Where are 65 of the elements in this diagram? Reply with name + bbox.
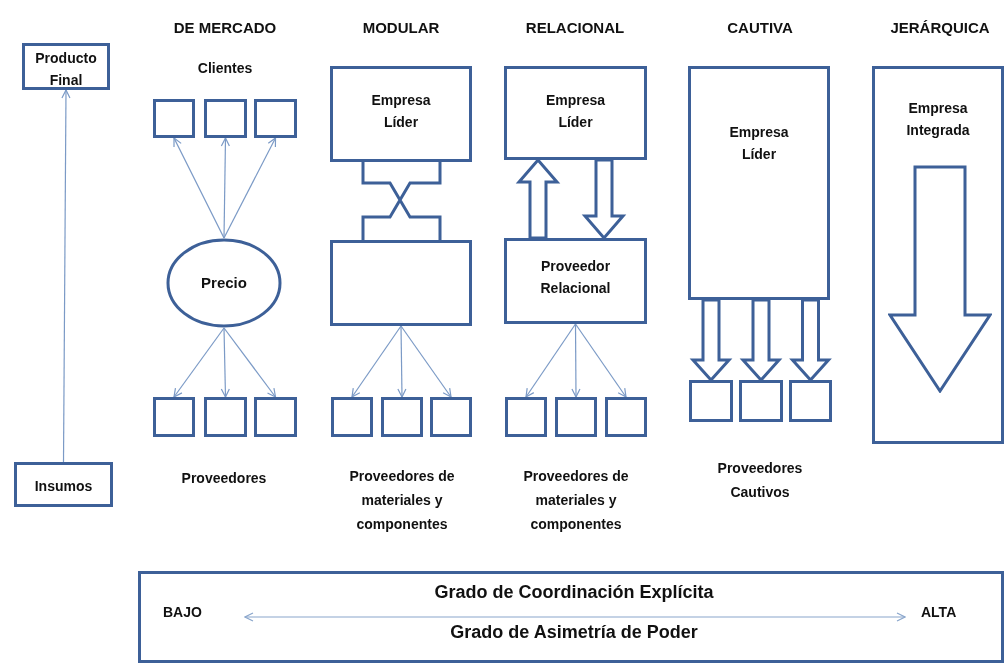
- arrow: [173, 137, 225, 239]
- empty-box: [254, 397, 297, 437]
- empty-box: [204, 397, 247, 437]
- arrow: [574, 323, 627, 398]
- column-heading: MODULAR: [361, 18, 441, 38]
- process-box: [14, 462, 113, 507]
- node-label: Precio: [201, 273, 247, 293]
- column-heading: CAUTIVA: [726, 18, 794, 38]
- empty-box: [689, 380, 733, 422]
- empty-box: [555, 397, 597, 437]
- block-arrow: [515, 157, 561, 240]
- arrow: [525, 323, 577, 398]
- empty-box: [204, 99, 247, 138]
- block-arrow: [581, 158, 627, 241]
- column-heading: RELACIONAL: [524, 18, 626, 38]
- process-box: [330, 66, 472, 162]
- arrow: [220, 137, 230, 239]
- empty-box: [331, 397, 373, 437]
- group-caption: Proveedores Cautivos: [716, 459, 804, 502]
- block-arrow: [739, 298, 783, 383]
- scale-title: Grado de Asimetría de Poder: [449, 621, 699, 643]
- group-caption: Proveedores: [180, 469, 268, 488]
- group-caption: Proveedores de materiales y componentes: [348, 467, 456, 534]
- group-caption: Clientes: [196, 59, 254, 78]
- process-box: [504, 238, 647, 324]
- block-arrow: [789, 298, 832, 383]
- arrow: [223, 327, 277, 398]
- block-arrow: [689, 298, 733, 383]
- node-label: Producto Final: [34, 49, 98, 90]
- empty-box: [505, 397, 547, 437]
- empty-box: [381, 397, 423, 437]
- scale-title: Grado de Coordinación Explícita: [433, 581, 715, 603]
- node-label: Empresa Líder: [370, 91, 432, 132]
- node-label: Empresa Líder: [544, 91, 607, 132]
- arrow: [400, 325, 452, 398]
- arrow: [220, 327, 230, 398]
- arrow: [61, 89, 71, 463]
- empty-box: [430, 397, 472, 437]
- node-label: Empresa Líder: [728, 123, 790, 164]
- arrow: [351, 325, 402, 398]
- node-label: Insumos: [33, 477, 94, 496]
- arrow: [571, 323, 581, 398]
- empty-box: [789, 380, 832, 422]
- column-heading: JERÁRQUICA: [889, 18, 991, 38]
- ellipse-node: [166, 238, 282, 328]
- crossed-link-connector: [361, 160, 442, 242]
- arrow: [173, 327, 225, 398]
- scale-end-label: BAJO: [163, 603, 203, 622]
- column-heading: DE MERCADO: [172, 18, 278, 38]
- empty-box: [153, 397, 195, 437]
- process-box: [22, 43, 110, 90]
- process-box: [504, 66, 647, 160]
- empty-box: [254, 99, 297, 138]
- arrow: [397, 325, 407, 398]
- arrow: [223, 137, 277, 239]
- scale-band: [138, 571, 1004, 663]
- empty-box: [739, 380, 783, 422]
- group-caption: Proveedores de materiales y componentes: [522, 467, 630, 534]
- empty-box: [330, 240, 472, 326]
- empty-box: [153, 99, 195, 138]
- node-label: Empresa Integrada: [905, 99, 971, 140]
- node-label: Proveedor Relacional: [539, 257, 612, 298]
- empty-box: [605, 397, 647, 437]
- scale-end-label: ALTA: [921, 603, 958, 622]
- process-box: [688, 66, 830, 300]
